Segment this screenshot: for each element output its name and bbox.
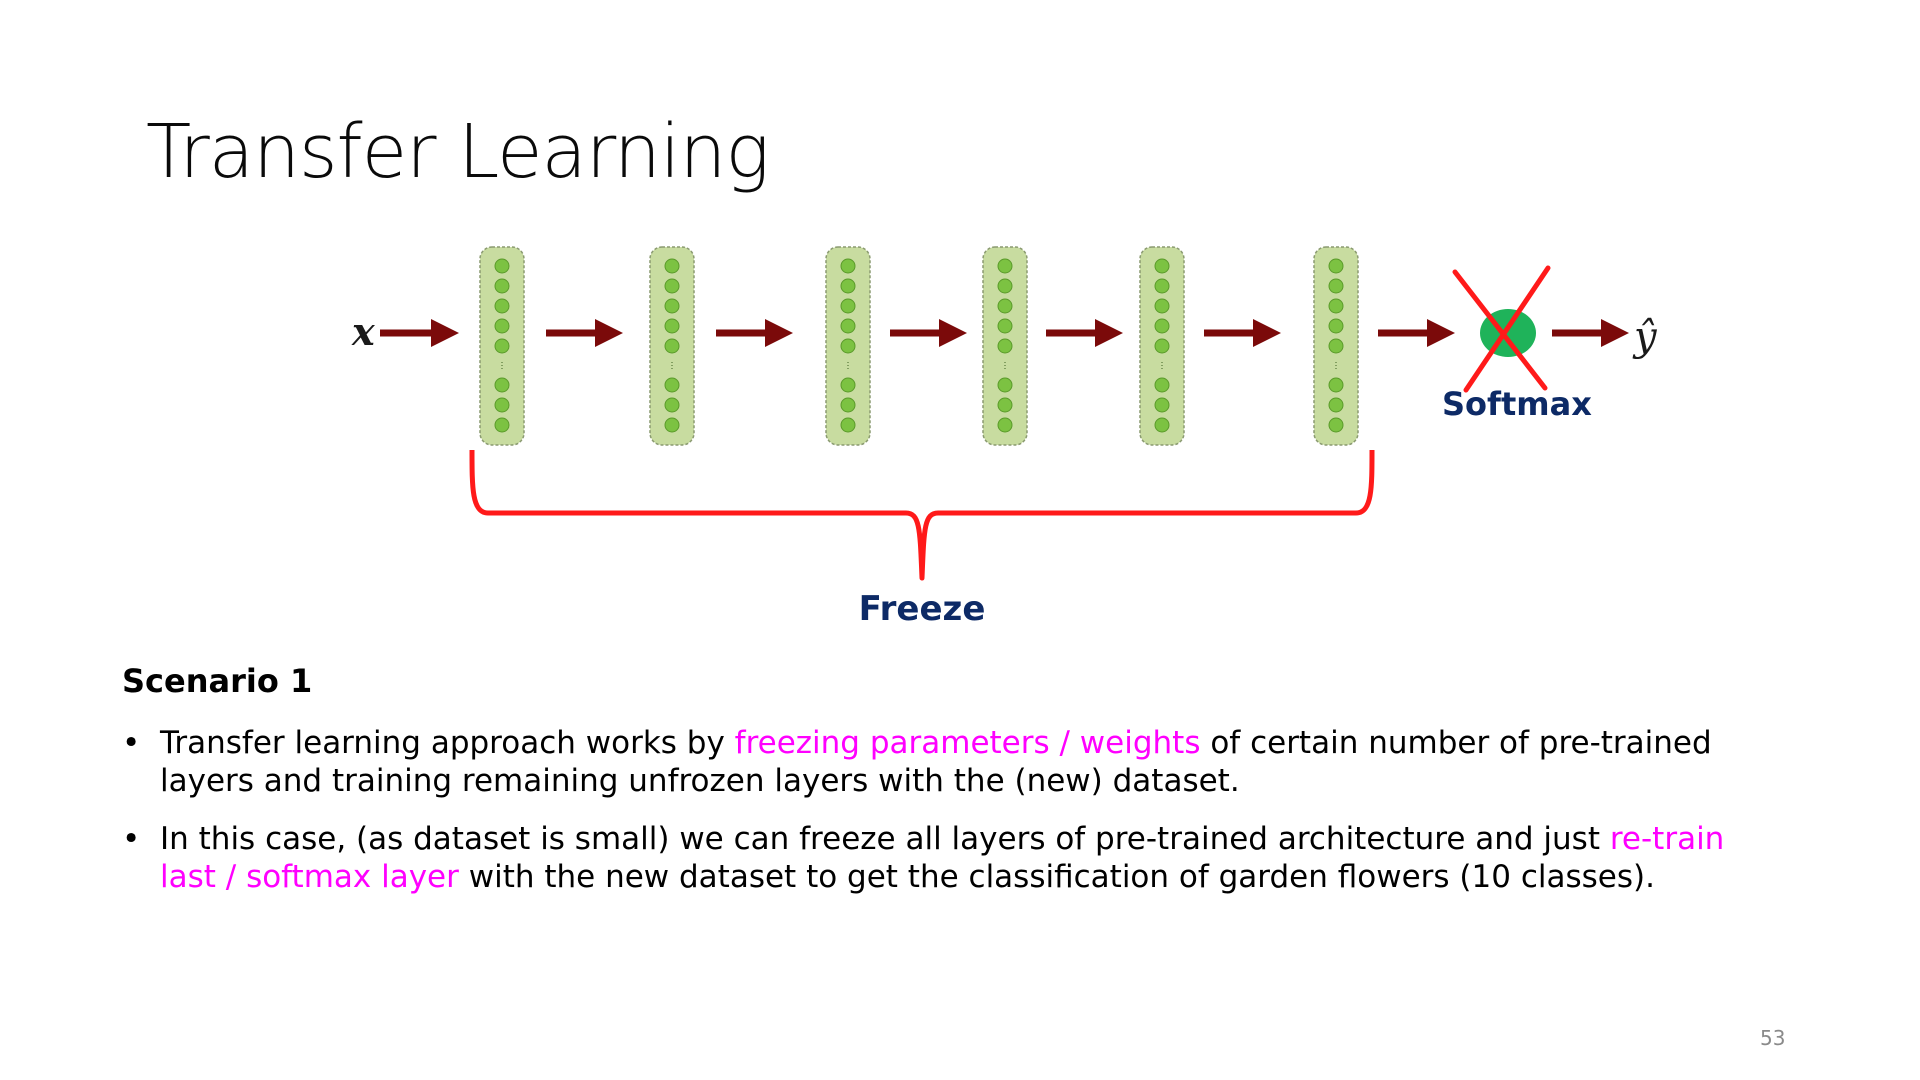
bullet-marker: • bbox=[122, 821, 141, 857]
neuron bbox=[494, 318, 510, 334]
neuron bbox=[1154, 417, 1170, 433]
neuron bbox=[1154, 397, 1170, 413]
neuron bbox=[840, 318, 856, 334]
neuron bbox=[494, 258, 510, 274]
neuron bbox=[997, 258, 1013, 274]
neuron bbox=[1328, 397, 1344, 413]
neuron bbox=[1328, 318, 1344, 334]
cross-out-mark bbox=[1452, 265, 1551, 393]
neuron bbox=[1328, 338, 1344, 354]
bullet-marker: • bbox=[122, 725, 141, 761]
neuron bbox=[1154, 258, 1170, 274]
neuron bbox=[494, 278, 510, 294]
neuron bbox=[840, 278, 856, 294]
hidden-layer bbox=[982, 246, 1028, 446]
page-number: 53 bbox=[1760, 1026, 1786, 1050]
neuron bbox=[840, 377, 856, 393]
softmax-label: Softmax bbox=[1442, 385, 1592, 423]
slide-title: Transfer Learning bbox=[146, 109, 770, 195]
neuron bbox=[664, 278, 680, 294]
neuron bbox=[1154, 338, 1170, 354]
neuron bbox=[664, 377, 680, 393]
scenario-heading: Scenario 1 bbox=[122, 662, 313, 700]
hidden-layer bbox=[1313, 246, 1359, 446]
neuron bbox=[664, 318, 680, 334]
neuron bbox=[997, 397, 1013, 413]
neuron bbox=[664, 338, 680, 354]
neuron bbox=[840, 298, 856, 314]
bullet-list: • Transfer learning approach works by fr… bbox=[122, 724, 1742, 916]
neuron bbox=[997, 417, 1013, 433]
bullet-item: • Transfer learning approach works by fr… bbox=[122, 724, 1742, 800]
neuron bbox=[664, 258, 680, 274]
neuron bbox=[494, 298, 510, 314]
neuron bbox=[997, 278, 1013, 294]
neuron bbox=[1328, 278, 1344, 294]
bullet-text: Transfer learning approach works by bbox=[160, 725, 735, 761]
hidden-layer bbox=[649, 246, 695, 446]
neuron bbox=[1154, 377, 1170, 393]
output-label: ŷ bbox=[1632, 314, 1658, 360]
neuron bbox=[1154, 278, 1170, 294]
neuron bbox=[997, 298, 1013, 314]
neuron bbox=[840, 417, 856, 433]
neuron bbox=[664, 417, 680, 433]
input-label: x bbox=[351, 309, 376, 354]
hidden-layers bbox=[479, 246, 1359, 446]
neuron bbox=[840, 397, 856, 413]
neuron bbox=[1328, 258, 1344, 274]
neuron bbox=[494, 377, 510, 393]
bullet-text-continued: of certain number of pre-trained layers … bbox=[160, 725, 1712, 799]
transfer-learning-diagram: x Softmax ŷ Freeze bbox=[351, 246, 1658, 629]
freeze-label: Freeze bbox=[859, 589, 986, 629]
bullet-text: In this case, (as dataset is small) we c… bbox=[160, 821, 1610, 857]
bullet-highlight: freezing parameters / weights bbox=[734, 725, 1201, 761]
neuron bbox=[1328, 377, 1344, 393]
neuron bbox=[1328, 417, 1344, 433]
bullet-item: • In this case, (as dataset is small) we… bbox=[122, 820, 1742, 896]
neuron bbox=[494, 338, 510, 354]
neuron bbox=[494, 397, 510, 413]
neuron bbox=[997, 377, 1013, 393]
neuron bbox=[1328, 298, 1344, 314]
hidden-layer bbox=[479, 246, 525, 446]
neuron bbox=[664, 298, 680, 314]
bullet-highlight: re-train last / softmax layer bbox=[160, 821, 1725, 895]
neuron bbox=[997, 338, 1013, 354]
bullet-text-continued: with the new dataset to get the classifi… bbox=[458, 859, 1655, 895]
neuron bbox=[1154, 298, 1170, 314]
hidden-layer bbox=[825, 246, 871, 446]
neuron bbox=[997, 318, 1013, 334]
neuron bbox=[1154, 318, 1170, 334]
neuron bbox=[664, 397, 680, 413]
neuron bbox=[494, 417, 510, 433]
hidden-layer bbox=[1139, 246, 1185, 446]
freeze-brace bbox=[469, 449, 1375, 581]
neuron bbox=[840, 338, 856, 354]
neuron bbox=[840, 258, 856, 274]
